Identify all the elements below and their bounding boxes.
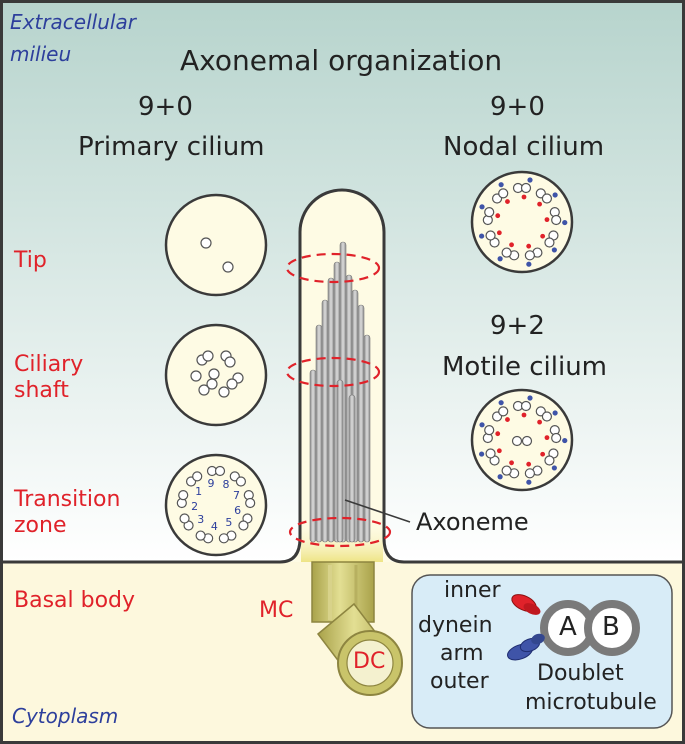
motile-name: Motile cilium <box>442 352 608 382</box>
level-shaft-line2: shaft <box>14 378 69 403</box>
transition-doublet <box>179 513 194 531</box>
motile-formula: 9+2 <box>490 311 545 341</box>
inset-outer-label: outer <box>430 669 489 694</box>
transition-number-6: 6 <box>234 503 242 517</box>
doublet-inset <box>411 574 673 729</box>
transition-doublet <box>218 530 237 544</box>
transition-doublet <box>206 465 226 477</box>
transition-number-5: 5 <box>225 516 233 530</box>
transition-zone-section <box>164 453 268 557</box>
transition-doublet <box>195 530 214 544</box>
motile-doublet <box>512 395 533 418</box>
doublet-label-line2: microtubule <box>525 690 657 715</box>
level-shaft-line1: Ciliary <box>14 352 84 377</box>
primary-shaft-section <box>164 323 268 427</box>
transition-doublet <box>229 471 247 487</box>
transition-doublet <box>243 490 256 509</box>
extracellular-label-line2: milieu <box>10 42 72 66</box>
motile-doublet <box>497 460 520 480</box>
axoneme-label: Axoneme <box>416 508 529 536</box>
nodal-doublet <box>512 177 533 200</box>
cell-membrane-outline <box>2 188 683 564</box>
nodal-doublet <box>479 204 501 226</box>
axoneme-pointer <box>344 499 411 523</box>
motile-doublet <box>540 448 559 471</box>
motile-doublet <box>535 406 558 425</box>
inset-dynein-label: dynein <box>418 613 493 638</box>
inset-arm-label: arm <box>440 641 484 666</box>
cytoplasm-label: Cytoplasm <box>12 704 119 728</box>
transition-number-9: 9 <box>207 476 215 490</box>
transition-number-2: 2 <box>191 499 199 513</box>
daughter-centriole <box>316 602 403 696</box>
tubule-b-label: B <box>602 612 620 642</box>
primary-name: Primary cilium <box>78 132 265 162</box>
transition-number-8: 8 <box>222 478 230 492</box>
level-transition-line2: zone <box>14 513 67 538</box>
tubule-a-label: A <box>559 612 577 642</box>
tip-level-ring <box>285 252 381 284</box>
primary-formula: 9+0 <box>138 92 193 122</box>
transition-level-ring <box>288 516 392 548</box>
primary-tip-section <box>164 193 268 297</box>
nodal-section <box>470 170 574 274</box>
motile-doublet <box>479 448 502 466</box>
motile-doublet <box>524 461 543 485</box>
inset-inner-label: inner <box>444 578 501 603</box>
nodal-doublet <box>497 242 520 262</box>
transition-number-4: 4 <box>210 519 218 533</box>
transition-doublet <box>176 490 189 509</box>
level-transition-line1: Transition <box>14 487 121 512</box>
motile-doublet <box>491 400 510 422</box>
dc-label: DC <box>353 649 386 674</box>
motile-doublet <box>544 425 568 444</box>
transition-number-1: 1 <box>195 485 203 499</box>
axoneme-rods <box>309 241 371 543</box>
nodal-doublet <box>535 188 558 207</box>
nodal-doublet <box>544 207 568 226</box>
motile-section <box>470 388 574 492</box>
transition-doublet <box>238 513 253 531</box>
extracellular-label-line1: Extracellular <box>10 10 136 34</box>
nodal-doublet <box>479 230 502 248</box>
level-tip: Tip <box>14 248 47 273</box>
transition-number-7: 7 <box>233 488 241 502</box>
nodal-doublet <box>491 182 510 204</box>
nodal-formula: 9+0 <box>490 92 545 122</box>
transition-number-3: 3 <box>197 513 205 527</box>
nodal-doublet <box>540 230 559 253</box>
nodal-name: Nodal cilium <box>443 132 605 162</box>
transition-doublet <box>185 471 203 487</box>
mc-label: MC <box>259 598 294 623</box>
doublet-label-line1: Doublet <box>537 661 624 686</box>
motile-doublet <box>479 422 501 444</box>
shaft-level-ring <box>285 356 381 388</box>
level-basal-body: Basal body <box>14 588 136 613</box>
diagram-title: Axonemal organization <box>180 44 503 77</box>
nodal-doublet <box>524 243 543 267</box>
mother-centriole <box>311 561 375 623</box>
